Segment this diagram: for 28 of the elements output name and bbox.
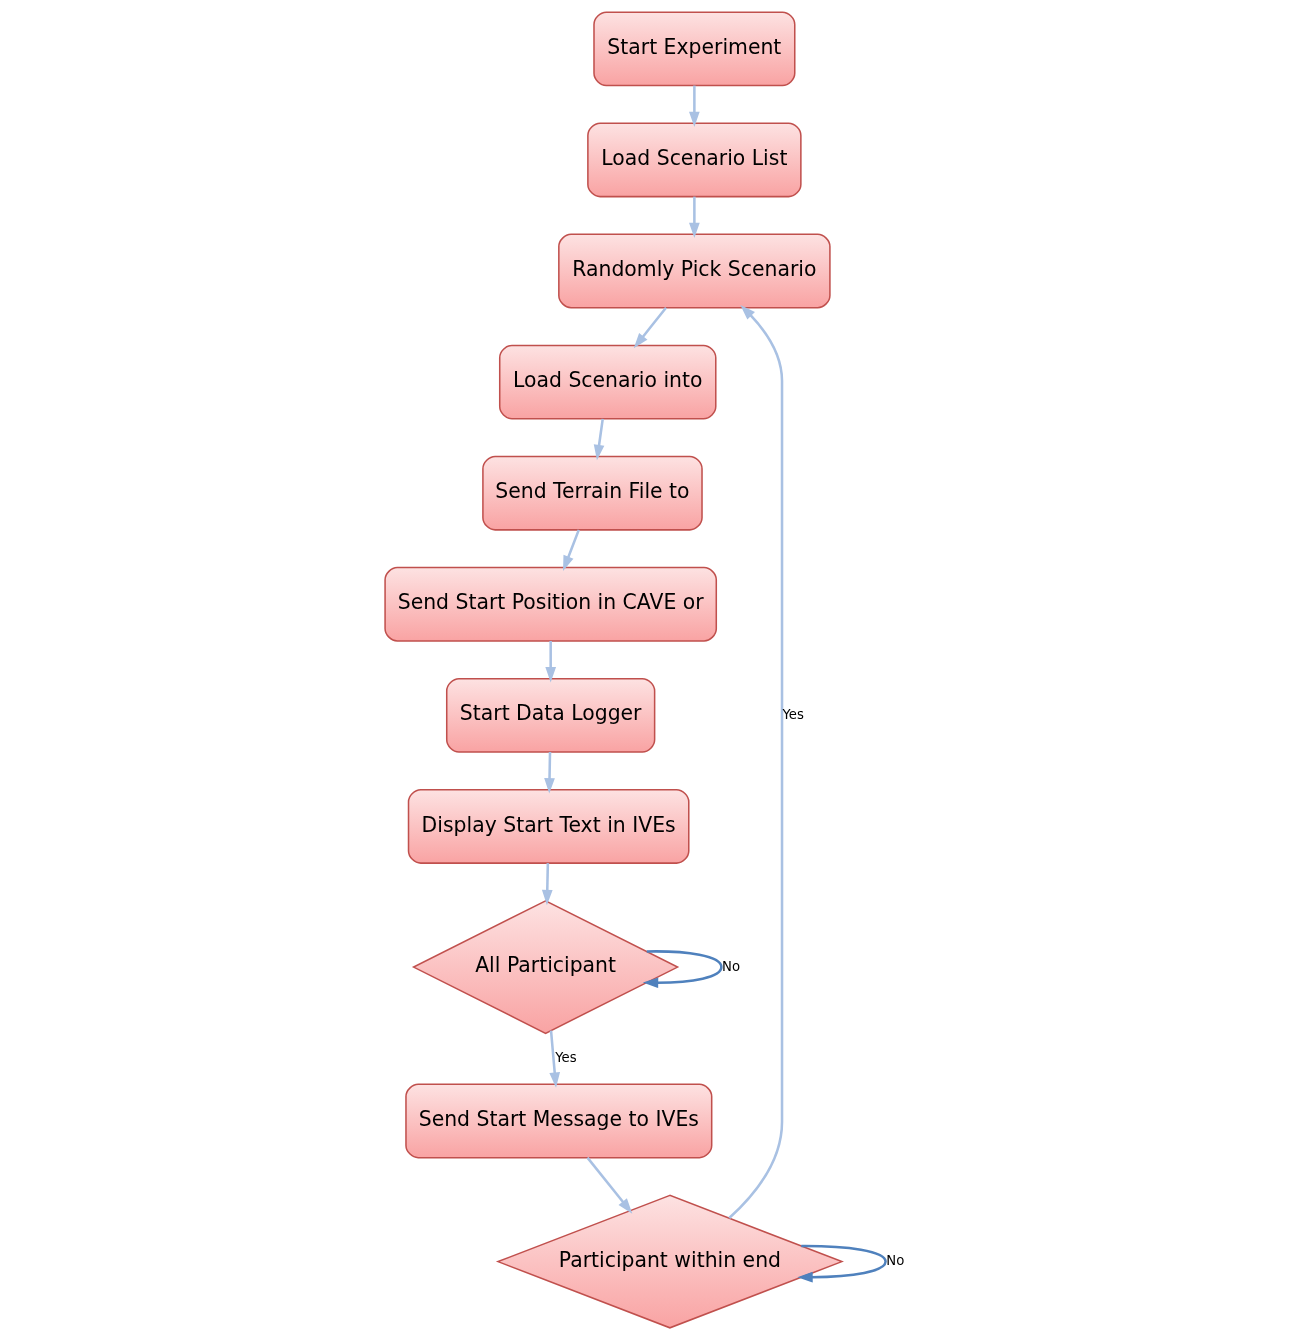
node-box: Start Data Logger [445,677,655,753]
node-box: Send Terrain File to [481,455,703,531]
arrow [688,85,700,127]
node-box: Send Start Position in CAVE or [383,566,717,642]
node-diamond: Participant within end [495,1194,844,1329]
node-box: Start Experiment [592,11,796,87]
node-diamond: All Participant [411,899,679,1035]
node-box: Load Scenario List [586,122,802,198]
node-box: Load Scenario into [498,344,717,420]
edge-label: Yes [782,706,804,722]
arrow [541,863,553,906]
node-box: Display Start Text in IVEs [407,789,690,864]
node-box: Send Start Message to IVEs [404,1083,712,1159]
arrow [642,950,723,989]
arrow [548,1030,560,1088]
arrow [543,752,555,794]
edge-label: No [885,1253,904,1269]
arrow [593,418,604,461]
arrow [727,305,783,1219]
node-box: Randomly Pick Scenario [557,233,831,309]
edge-label: No [721,958,740,974]
edge-label: Yes [554,1050,577,1066]
arrow [633,306,667,349]
arrow [688,196,700,239]
arrow [585,1156,632,1214]
arrow [796,1244,887,1283]
arrow [544,641,556,683]
arrow [562,529,580,572]
